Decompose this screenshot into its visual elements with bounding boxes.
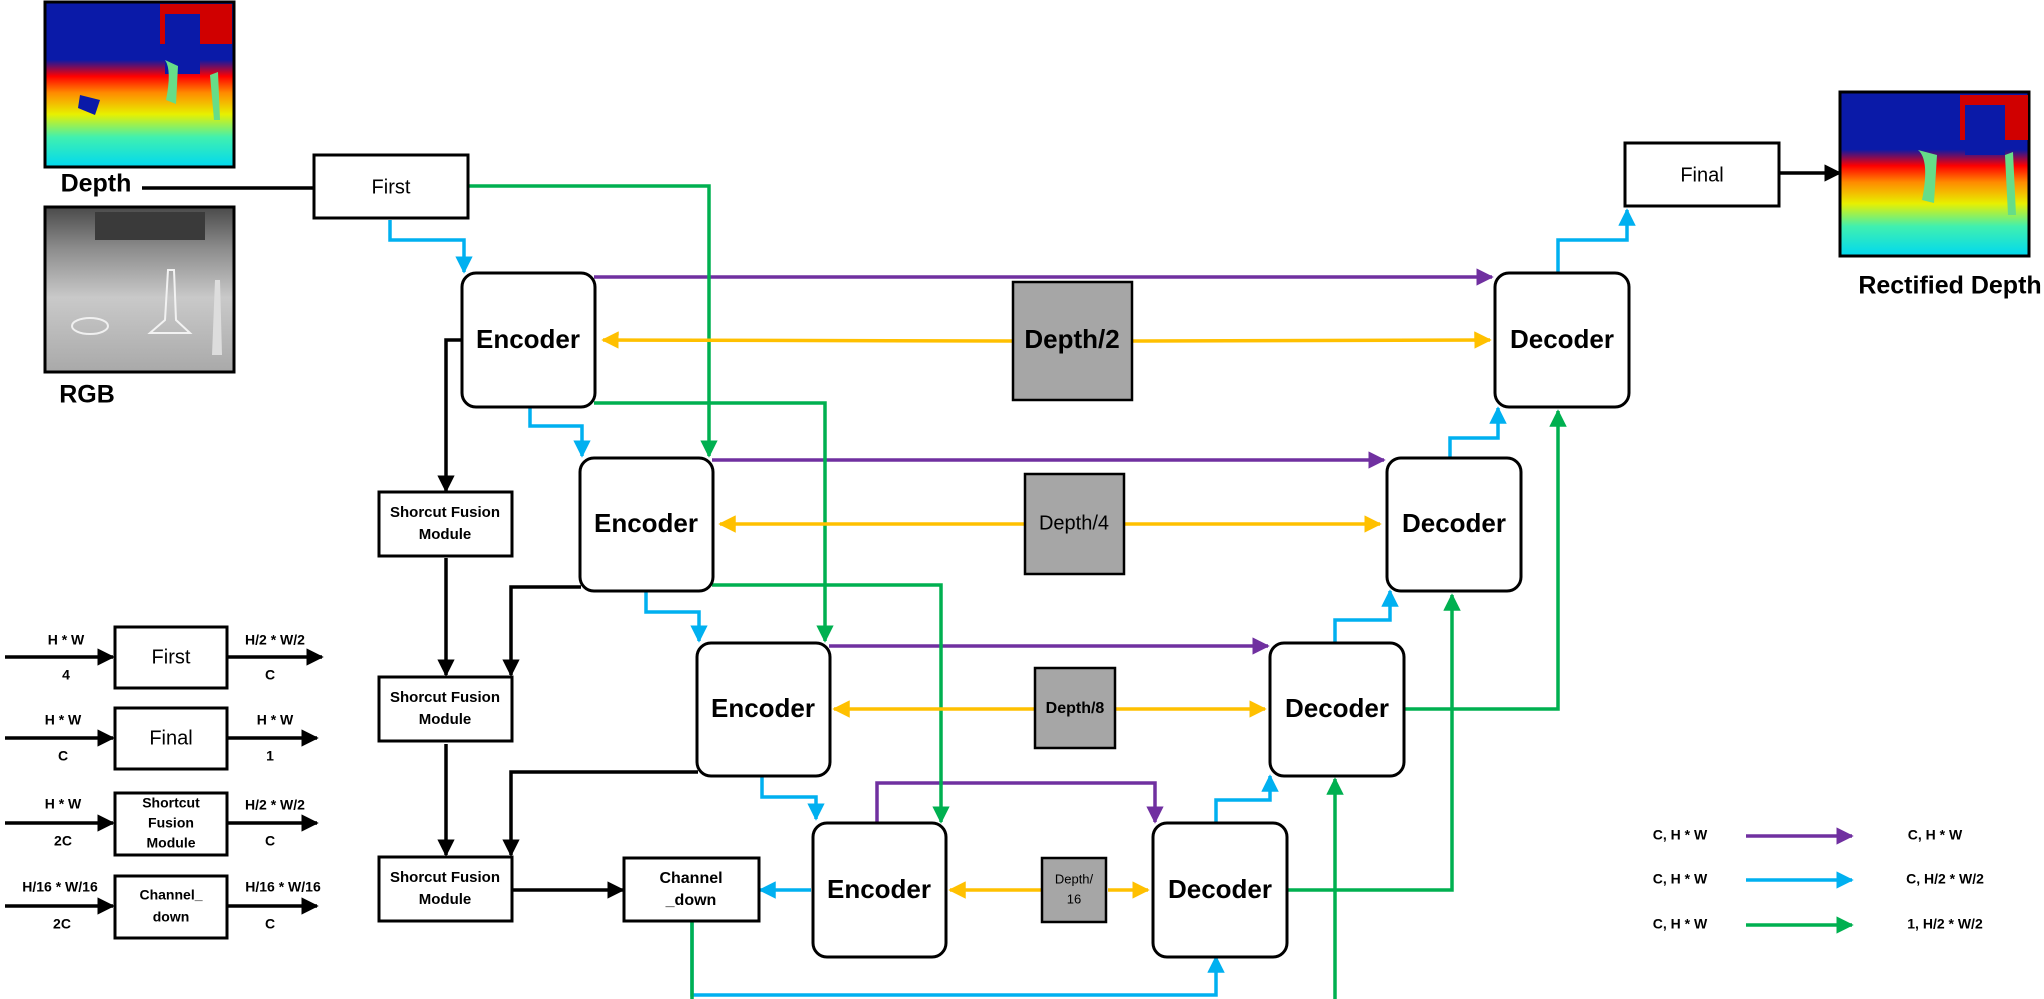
legend-row-blue: C, H * W C, H/2 * W/2 — [1653, 871, 1984, 889]
legend-channel-down: Channel_ down H/16 * W/16 2C H/16 * W/16… — [5, 874, 321, 940]
sfm-2-line2: Module — [419, 711, 472, 728]
depth-label: Depth — [61, 170, 132, 198]
decoder-1-label: Decoder — [1510, 324, 1614, 354]
shortcut-fusion-module-2[interactable]: Shorcut Fusion Module — [377, 675, 514, 743]
encoder-4-label: Encoder — [827, 874, 931, 904]
legend-final-label: Final — [149, 727, 192, 749]
green-arrows — [468, 184, 1567, 999]
depth-half-label: Depth/2 — [1024, 324, 1119, 354]
encoder-level-1[interactable]: Encoder — [460, 271, 597, 409]
encoder-level-4[interactable]: Encoder — [811, 821, 948, 959]
legend-final-in-top: H * W — [45, 712, 82, 728]
shortcut-fusion-module-3[interactable]: Shorcut Fusion Module — [377, 855, 514, 923]
legend-channel-out-top: H/16 * W/16 — [245, 879, 321, 895]
decoder-2-label: Decoder — [1402, 508, 1506, 538]
legend-green-to: 1, H/2 * W/2 — [1907, 916, 1983, 932]
legend-channel-in-bottom: 2C — [53, 916, 71, 932]
legend-right: C, H * W C, H * W C, H * W C, H/2 * W/2 … — [1653, 827, 1984, 934]
legend-final-in-bottom: C — [58, 748, 68, 764]
encoder-level-2[interactable]: Encoder — [578, 456, 715, 593]
legend-purple-from: C, H * W — [1653, 827, 1708, 843]
depth-eighth-label: Depth/8 — [1046, 700, 1105, 717]
legend-channel-line1: Channel_ — [139, 887, 202, 903]
depth-half-box: Depth/2 — [1011, 280, 1134, 402]
encoder-1-label: Encoder — [476, 324, 580, 354]
legend-blue-to: C, H/2 * W/2 — [1906, 871, 1984, 887]
legend-final: Final H * W C H * W 1 — [5, 706, 319, 771]
rgb-input-image — [43, 205, 236, 374]
legend-sfm-line1: Shortcut — [142, 795, 200, 811]
decoder-level-1[interactable]: Decoder — [1493, 271, 1631, 409]
decoder-level-2[interactable]: Decoder — [1385, 456, 1523, 593]
rgb-label: RGB — [59, 381, 115, 409]
legend-left: First H * W 4 H/2 * W/2 C Final H * W C … — [5, 625, 324, 940]
depth-quarter-label: Depth/4 — [1039, 512, 1109, 534]
depth-eighth-box: Depth/8 — [1033, 666, 1117, 750]
legend-sfm-out-top: H/2 * W/2 — [245, 797, 305, 813]
first-block[interactable]: First — [312, 153, 470, 220]
legend-final-out-top: H * W — [257, 712, 294, 728]
black-connections — [142, 164, 1842, 899]
encoder-2-label: Encoder — [594, 508, 698, 538]
depth-sixteenth-line1: Depth/ — [1055, 871, 1094, 886]
legend-sfm-line2: Fusion — [148, 815, 194, 831]
legend-row-purple: C, H * W C, H * W — [1653, 827, 1963, 845]
sfm-2-line1: Shorcut Fusion — [390, 689, 500, 706]
channel-down-block[interactable]: Channel _down — [622, 856, 761, 923]
legend-channel-in-top: H/16 * W/16 — [22, 879, 98, 895]
legend-channel-line2: down — [153, 909, 190, 925]
decoder-4-label: Decoder — [1168, 874, 1272, 904]
legend-first-in-bottom: 4 — [62, 667, 70, 683]
legend-green-from: C, H * W — [1653, 916, 1708, 932]
blue-arrows — [388, 208, 1636, 997]
sfm-3-line1: Shorcut Fusion — [390, 869, 500, 886]
sfm-1-line2: Module — [419, 526, 472, 543]
rectified-depth-label: Rectified Depth — [1858, 272, 2041, 300]
legend-blue-from: C, H * W — [1653, 871, 1708, 887]
depth-quarter-box: Depth/4 — [1023, 472, 1126, 576]
rectified-depth-image — [1838, 90, 2031, 258]
depth-input-image — [43, 0, 236, 169]
legend-first-out-top: H/2 * W/2 — [245, 632, 305, 648]
legend-first-in-top: H * W — [48, 632, 85, 648]
sfm-1-line1: Shorcut Fusion — [390, 504, 500, 521]
legend-channel-out-bottom: C — [265, 916, 275, 932]
depth-sixteenth-box: Depth/ 16 — [1040, 856, 1108, 924]
legend-sfm-out-bottom: C — [265, 833, 275, 849]
legend-sfm-in-bottom: 2C — [54, 833, 72, 849]
legend-first-label: First — [152, 646, 191, 668]
encoder-3-label: Encoder — [711, 693, 815, 723]
shortcut-fusion-module-1[interactable]: Shorcut Fusion Module — [377, 490, 514, 558]
legend-final-out-bottom: 1 — [266, 748, 274, 764]
legend-first-out-bottom: C — [265, 667, 275, 683]
legend-sfm-in-top: H * W — [45, 796, 82, 812]
legend-sfm: Shortcut Fusion Module H * W 2C H/2 * W/… — [5, 791, 319, 857]
decoder-level-4[interactable]: Decoder — [1151, 821, 1289, 959]
legend-row-green: C, H * W 1, H/2 * W/2 — [1653, 916, 1983, 934]
legend-sfm-line3: Module — [147, 835, 196, 851]
orange-arrows — [601, 331, 1492, 899]
sfm-3-line2: Module — [419, 891, 472, 908]
channel-down-line2: _down — [665, 892, 717, 909]
legend-first: First H * W 4 H/2 * W/2 C — [5, 625, 324, 690]
depth-sixteenth-line2: 16 — [1067, 891, 1081, 906]
channel-down-line1: Channel — [659, 870, 722, 887]
decoder-level-3[interactable]: Decoder — [1268, 641, 1406, 778]
final-block-label: Final — [1680, 164, 1723, 186]
first-block-label: First — [372, 176, 411, 198]
legend-purple-to: C, H * W — [1908, 827, 1963, 843]
decoder-3-label: Decoder — [1285, 693, 1389, 723]
final-block[interactable]: Final — [1623, 141, 1781, 208]
encoder-level-3[interactable]: Encoder — [695, 641, 832, 778]
